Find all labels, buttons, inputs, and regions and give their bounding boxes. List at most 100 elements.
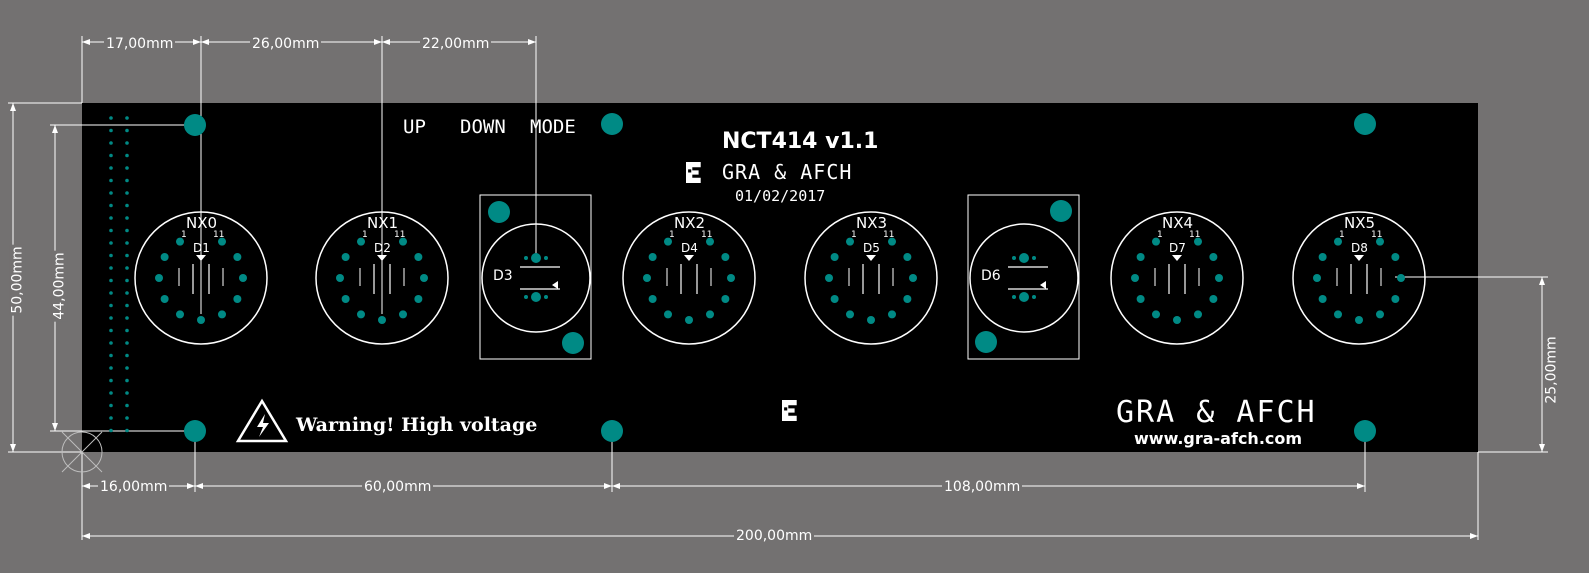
tube-pin bbox=[664, 310, 672, 319]
connector-pad bbox=[125, 278, 129, 283]
tube-pin bbox=[399, 310, 407, 319]
connector-pad bbox=[125, 141, 129, 145]
pin1-marker bbox=[1172, 255, 1182, 261]
tube-pin bbox=[1194, 237, 1202, 246]
connector-pad bbox=[109, 178, 113, 183]
separator-via bbox=[524, 256, 528, 260]
connector-pad bbox=[109, 253, 113, 258]
tube-pin bbox=[341, 253, 350, 261]
dimension-arrow bbox=[382, 39, 390, 45]
high-voltage-icon bbox=[235, 398, 289, 443]
tube-pin bbox=[903, 295, 912, 303]
connector-pad bbox=[125, 403, 129, 408]
connector-pad bbox=[125, 241, 129, 245]
dimension-arrow bbox=[612, 483, 620, 489]
warning-text: Warning! High voltage bbox=[296, 414, 538, 436]
tube-outline bbox=[134, 211, 268, 345]
mounting-hole bbox=[1050, 200, 1072, 222]
dimension-arrow bbox=[82, 39, 90, 45]
brand-large: GRA & AFCH bbox=[1116, 395, 1317, 430]
connector-pad bbox=[125, 291, 129, 295]
mounting-hole bbox=[1354, 420, 1376, 442]
pin-label: 11 bbox=[213, 230, 225, 240]
connector-pad bbox=[125, 266, 129, 270]
connector-pad bbox=[109, 278, 113, 283]
tube-pin bbox=[1376, 237, 1384, 246]
pin1-marker bbox=[684, 255, 694, 261]
dimension-arrow bbox=[1539, 444, 1545, 452]
tube-pin bbox=[648, 295, 657, 303]
tube-pin bbox=[1376, 310, 1384, 319]
tube-pin bbox=[706, 237, 714, 246]
connector-pad bbox=[109, 303, 113, 308]
connector-pad bbox=[125, 178, 129, 183]
tube-pin bbox=[909, 274, 917, 282]
tube-pin bbox=[160, 295, 169, 303]
tube-pin bbox=[1334, 310, 1342, 319]
tube-pin bbox=[1152, 310, 1160, 319]
tube-pin bbox=[239, 274, 247, 282]
dimension-arrow bbox=[201, 39, 209, 45]
separator-via bbox=[1012, 295, 1016, 299]
connector-pad bbox=[109, 341, 113, 345]
mounting-hole bbox=[1354, 113, 1376, 135]
connector-pad bbox=[125, 216, 129, 220]
dimension-arrow bbox=[187, 483, 195, 489]
connector-pad bbox=[125, 378, 129, 383]
pin1-marker bbox=[1354, 255, 1364, 261]
tube-pin bbox=[685, 316, 693, 324]
tube-pin bbox=[1397, 274, 1405, 282]
tube-pin bbox=[846, 237, 854, 246]
tube-pin bbox=[336, 274, 344, 282]
tube-outline bbox=[622, 211, 756, 345]
tube-pin bbox=[1318, 253, 1327, 261]
origin-marker-line bbox=[61, 431, 103, 473]
dimension-arrow bbox=[604, 483, 612, 489]
tube-pin bbox=[1152, 237, 1160, 246]
tube-pin bbox=[727, 274, 735, 282]
dimension-arrow bbox=[195, 483, 203, 489]
connector-pad bbox=[109, 203, 113, 208]
tube-pin bbox=[648, 253, 657, 261]
tube-label: NX2 bbox=[674, 214, 706, 232]
dimension-bottom-2: 108,00mm bbox=[942, 479, 1023, 495]
connector-pad bbox=[125, 116, 129, 120]
afch-logo-icon bbox=[686, 162, 701, 183]
tube-label: NX0 bbox=[186, 214, 218, 232]
separator-via bbox=[1032, 295, 1036, 299]
tube-pin bbox=[664, 237, 672, 246]
tube-pin bbox=[1209, 253, 1218, 261]
connector-pad bbox=[109, 216, 113, 220]
tube-pin bbox=[846, 310, 854, 319]
connector-pad bbox=[109, 191, 113, 195]
dimension-arrow bbox=[10, 444, 16, 452]
tube-pin bbox=[357, 237, 365, 246]
dimension-arrow bbox=[374, 39, 382, 45]
mounting-hole bbox=[975, 331, 997, 353]
tube-pin bbox=[1194, 310, 1202, 319]
connector-pad bbox=[109, 316, 113, 320]
tube-pin bbox=[1131, 274, 1139, 282]
tube-pin bbox=[825, 274, 833, 282]
afch-logo-icon bbox=[782, 400, 797, 421]
dimension-right: 25,00mm bbox=[1543, 334, 1560, 406]
mounting-hole bbox=[562, 332, 584, 354]
lightning-bolt-icon bbox=[257, 414, 269, 437]
tube-pin bbox=[176, 310, 184, 319]
tube-pin bbox=[160, 253, 169, 261]
connector-pad bbox=[125, 341, 129, 345]
dimension-arrow bbox=[82, 533, 90, 539]
board-date: 01/02/2017 bbox=[735, 187, 826, 205]
pin-label: 1 bbox=[851, 230, 857, 240]
connector-pad bbox=[109, 328, 113, 333]
afch-logo-detail bbox=[688, 169, 692, 173]
tube-outline bbox=[1110, 211, 1244, 345]
pin-label: 1 bbox=[181, 230, 187, 240]
tube-pin bbox=[1313, 274, 1321, 282]
dimension-overall: 200,00mm bbox=[734, 528, 815, 544]
connector-pad bbox=[125, 391, 129, 395]
tube-pin bbox=[218, 237, 226, 246]
pin1-marker bbox=[196, 255, 206, 261]
separator-via bbox=[1012, 256, 1016, 260]
